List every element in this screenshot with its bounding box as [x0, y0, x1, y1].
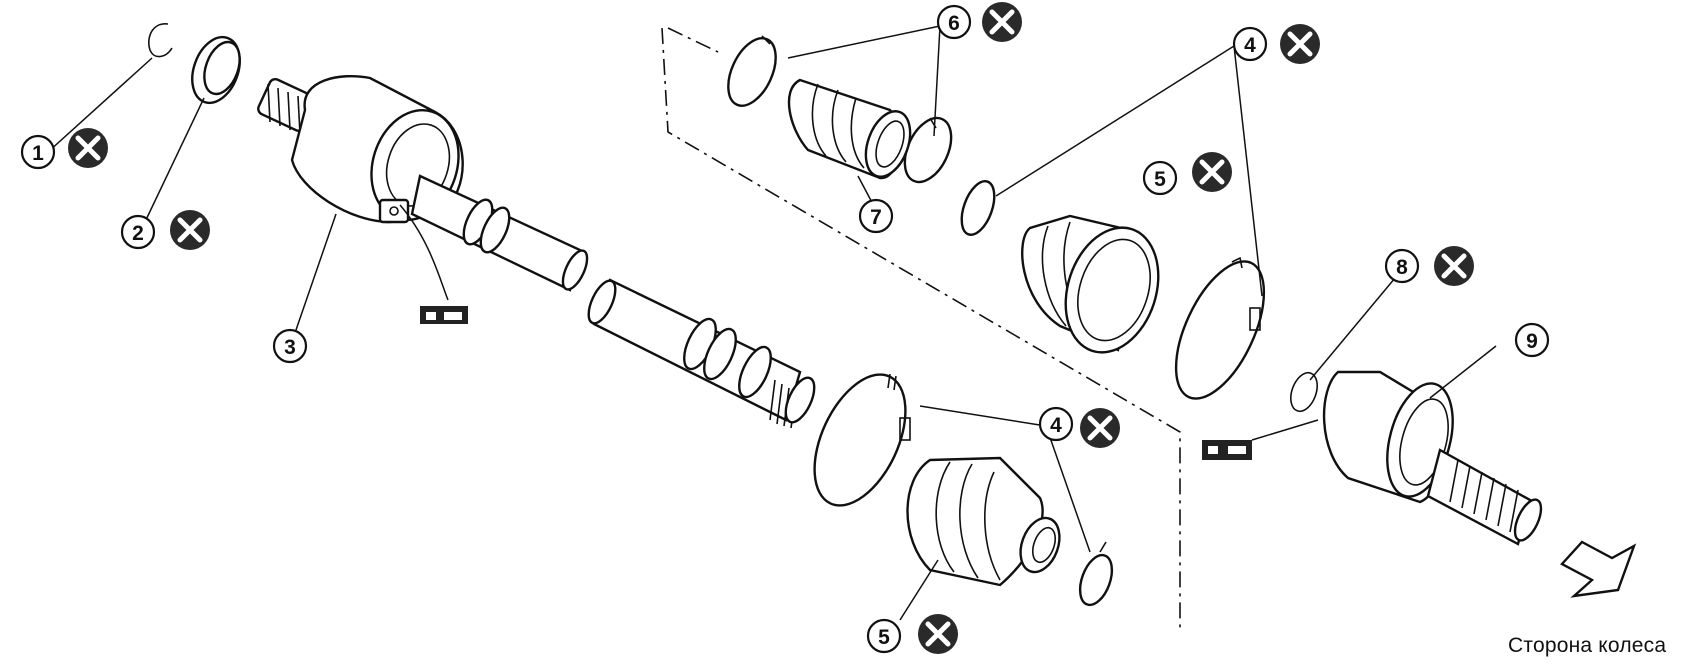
callout-number: 2: [132, 222, 144, 245]
part-small-clamp-lower: [1078, 541, 1114, 607]
part-large-clamp-lower: [813, 373, 911, 507]
wheel-side-label: Сторона колеса: [1508, 634, 1667, 657]
part-small-clamp-middle: [960, 180, 996, 236]
callout-3: 3: [272, 328, 308, 364]
grease-symbol-icon: [1202, 440, 1252, 460]
callout-2: 2: [120, 210, 210, 250]
replace-part-icon: [982, 2, 1022, 42]
part-outer-joint-assembly: [1322, 370, 1543, 546]
callout-number: 5: [1154, 168, 1166, 191]
part-outer-boot-lower: [906, 456, 1061, 587]
replace-part-icon: [68, 128, 108, 168]
callout-4-upper: 4: [1232, 24, 1320, 64]
callout-number: 6: [948, 12, 960, 35]
part-snap-ring: [148, 23, 173, 58]
callout-number: 1: [32, 142, 44, 165]
leader-lines: [47, 25, 1497, 621]
replace-part-icon: [1080, 408, 1120, 448]
part-inner-boot: [787, 78, 912, 180]
callout-number: 8: [1396, 256, 1408, 279]
replace-part-icon: [1434, 246, 1474, 286]
callout-number: 4: [1244, 34, 1256, 57]
grease-symbol-icon: [420, 306, 468, 324]
callout-9: 9: [1514, 322, 1550, 358]
callout-number: 9: [1526, 330, 1538, 353]
direction-arrow-icon: [1560, 540, 1637, 598]
callout-8: 8: [1384, 246, 1474, 286]
boundary-dash-line: [661, 27, 1181, 628]
callout-number: 7: [870, 206, 882, 229]
callout-number: 5: [878, 626, 890, 649]
callout-5-upper: 5: [1142, 152, 1232, 196]
part-circlip: [191, 35, 241, 105]
replace-part-icon: [170, 210, 210, 250]
part-small-clamp-upper: [727, 35, 953, 184]
callout-5-lower: 5: [866, 614, 958, 654]
callout-6: 6: [936, 2, 1022, 42]
callout-1: 1: [20, 128, 108, 170]
callout-number: 3: [284, 336, 296, 359]
replace-part-icon: [918, 614, 958, 654]
callout-4-lower: 4: [1038, 406, 1120, 448]
part-outer-circlip: [1290, 371, 1318, 413]
part-large-clamp-upper: [1174, 256, 1266, 400]
part-shaft-inner: [410, 174, 589, 292]
part-shaft-middle: [587, 278, 816, 429]
part-outer-boot-upper: [1021, 214, 1160, 354]
replace-part-icon: [1192, 152, 1232, 192]
callout-7: 7: [858, 198, 894, 234]
replace-part-icon: [1280, 24, 1320, 64]
callout-number: 4: [1050, 414, 1062, 437]
